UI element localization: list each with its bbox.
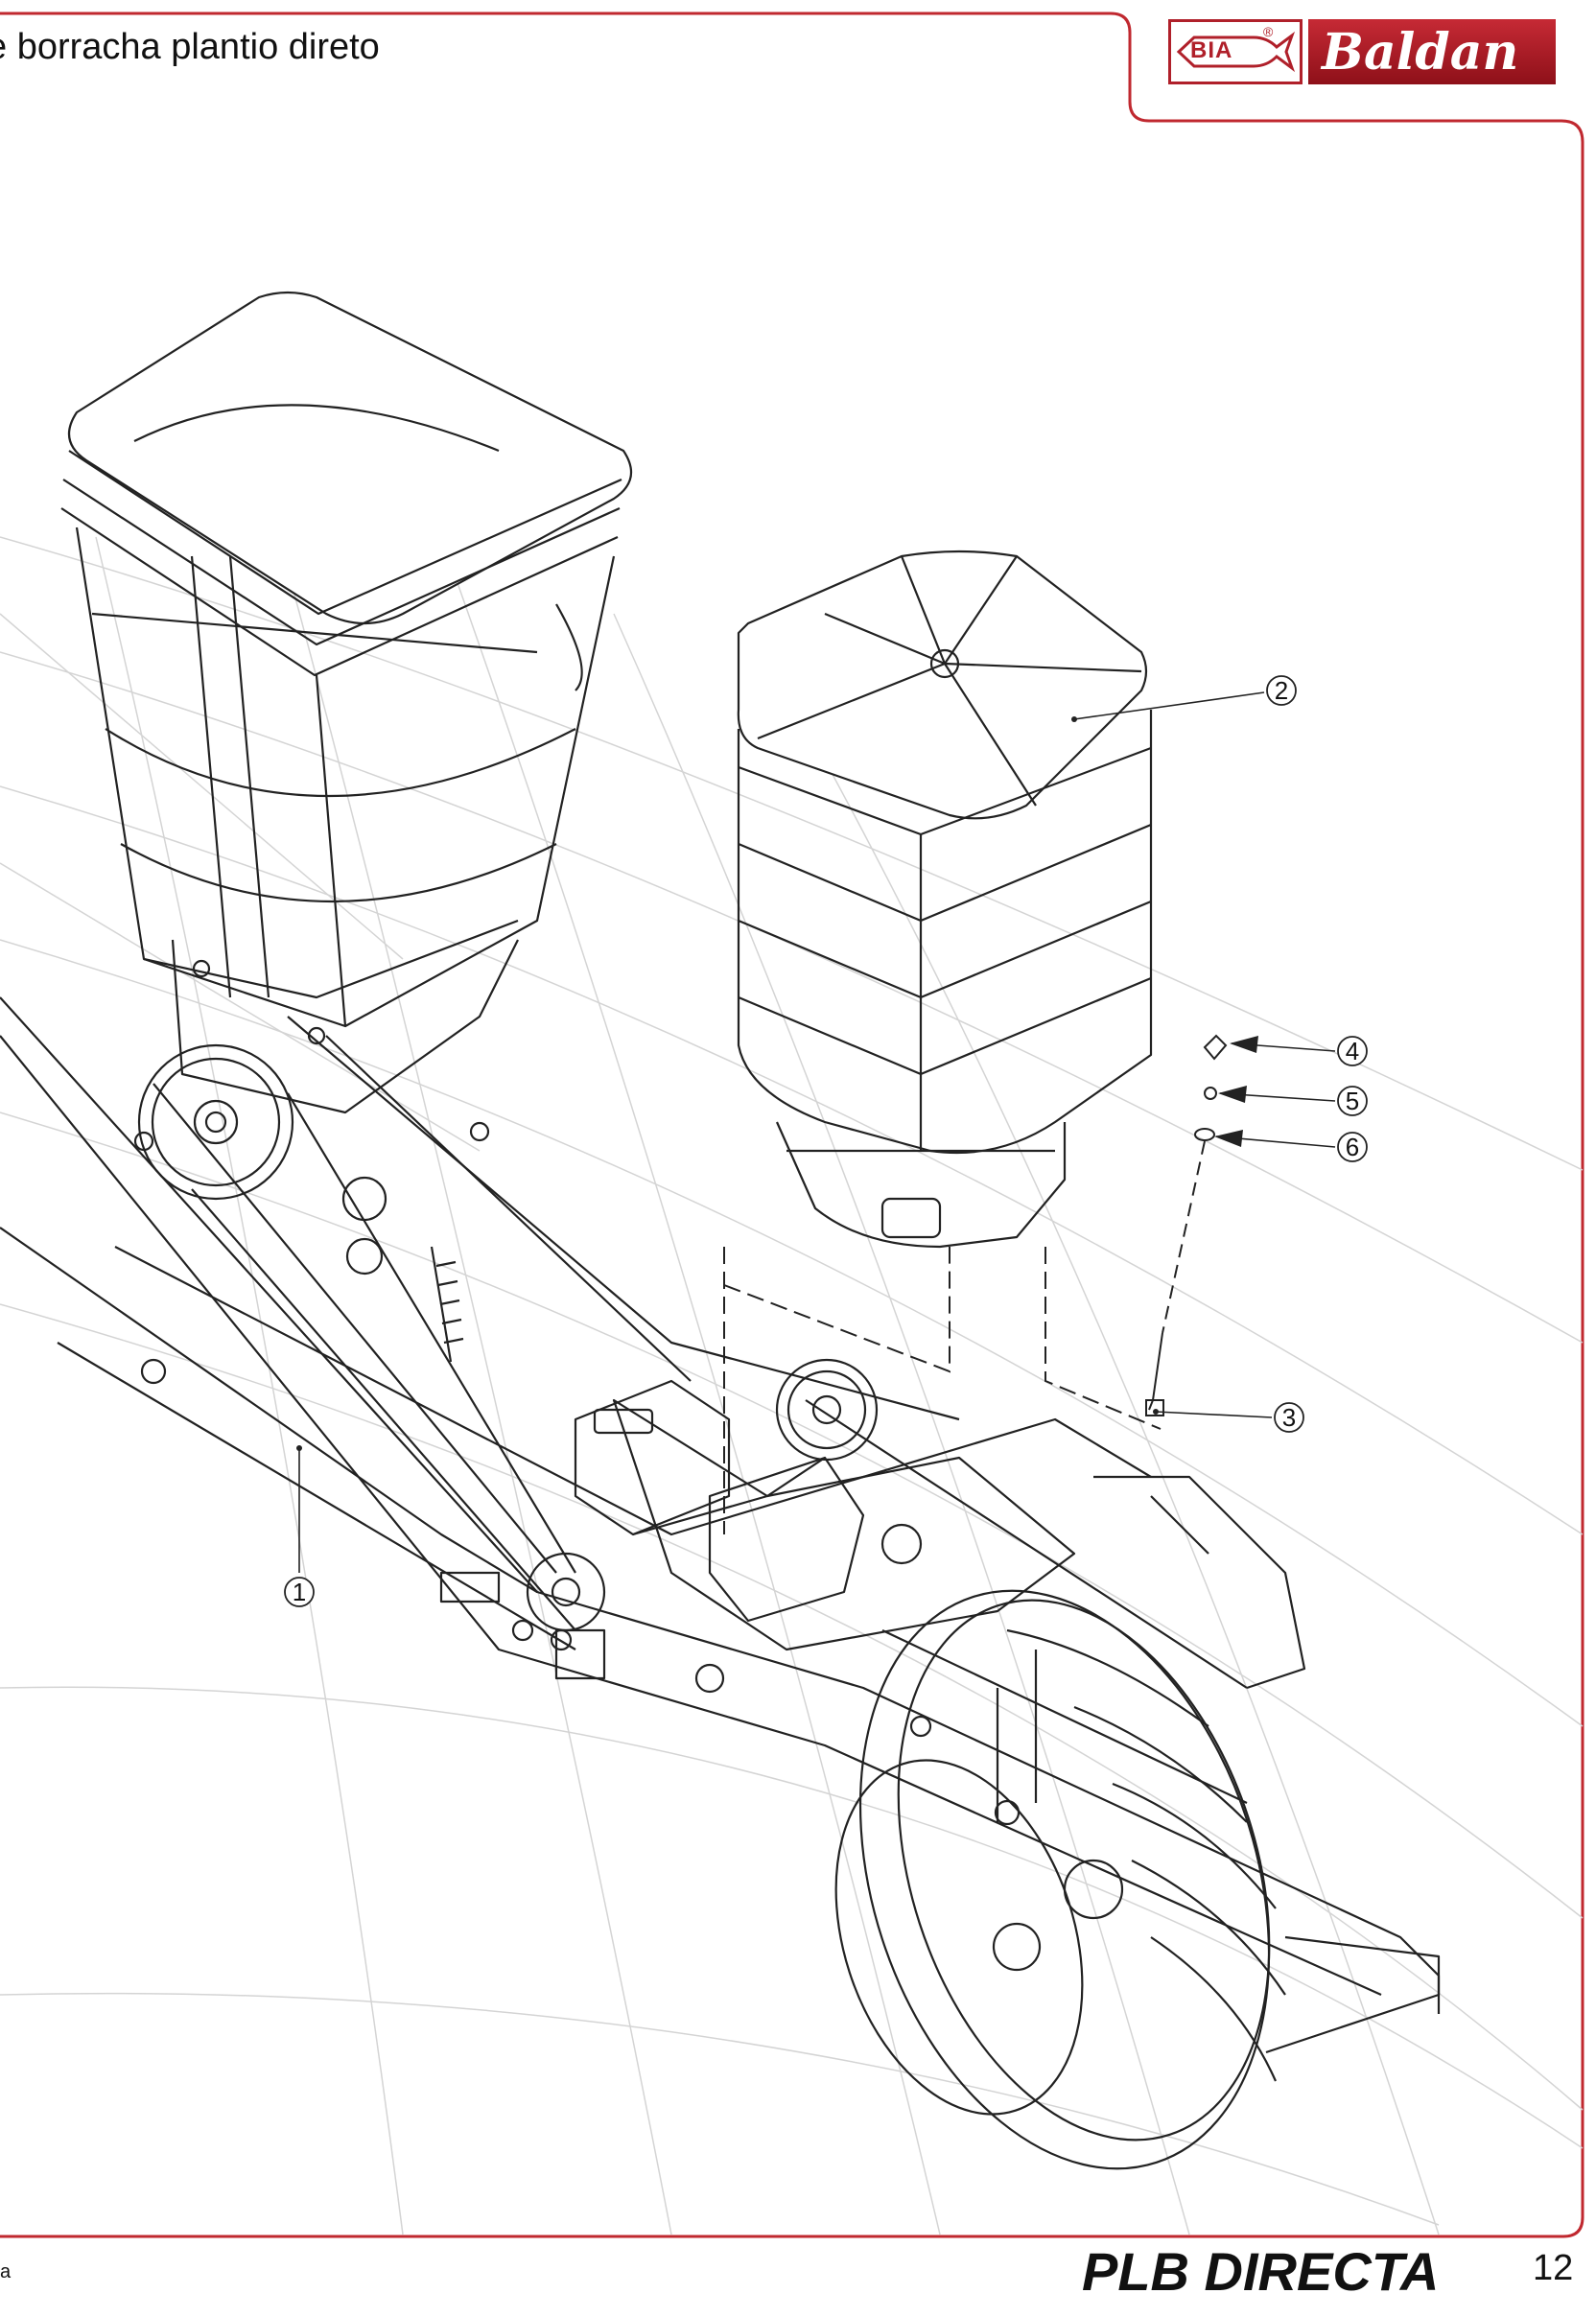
tension-spring bbox=[341, 1176, 464, 1363]
callout-5: 5 bbox=[1337, 1086, 1368, 1116]
footer-left-text: a bbox=[0, 2261, 12, 2282]
stud-bolt-part-3 bbox=[1148, 1332, 1163, 1411]
callout-label: 5 bbox=[1346, 1087, 1359, 1115]
footer-model-name: PLB DIRECTA bbox=[1082, 2241, 1440, 2302]
callout-label: 1 bbox=[293, 1578, 306, 1606]
bolts bbox=[133, 959, 1021, 1826]
right-hopper bbox=[737, 550, 1153, 1249]
callout-6: 6 bbox=[1337, 1132, 1368, 1162]
drive-chain bbox=[153, 1083, 606, 1632]
metering-housing bbox=[574, 1379, 923, 1623]
stud-nut-part-3 bbox=[1145, 1399, 1164, 1416]
leader-arrows bbox=[296, 716, 1258, 1451]
callout-label: 6 bbox=[1346, 1133, 1359, 1161]
frame-border bbox=[0, 12, 1584, 2238]
machine-drawing bbox=[0, 291, 1441, 2170]
callout-3: 3 bbox=[1274, 1402, 1304, 1433]
bia-text: BIA bbox=[1190, 37, 1233, 63]
page-title: e borracha plantio direto bbox=[0, 27, 380, 67]
leader-lines bbox=[298, 691, 1336, 1573]
sprocket-right bbox=[775, 1358, 879, 1462]
assembly-guide-mid bbox=[723, 1247, 951, 1373]
page-number: 12 bbox=[1533, 2248, 1574, 2288]
press-wheel bbox=[834, 1589, 1441, 2170]
assembly-axis bbox=[1162, 1140, 1206, 1334]
callout-1: 1 bbox=[284, 1577, 315, 1607]
callout-2: 2 bbox=[1266, 675, 1297, 706]
callout-4: 4 bbox=[1337, 1036, 1368, 1066]
brand-box bbox=[1308, 19, 1556, 84]
callout-label: 3 bbox=[1282, 1403, 1296, 1432]
bia-badge: BIA ® bbox=[1168, 19, 1303, 84]
brand-name: Baldan bbox=[1322, 23, 1519, 82]
washer-part-5 bbox=[1204, 1087, 1217, 1100]
callout-label: 4 bbox=[1346, 1037, 1359, 1065]
callout-label: 2 bbox=[1275, 676, 1288, 705]
assembly-guide-right bbox=[1044, 1247, 1162, 1430]
wing-nut-part-4 bbox=[1203, 1034, 1228, 1061]
sprocket-left bbox=[137, 1043, 294, 1201]
registered-mark: ® bbox=[1263, 24, 1274, 39]
washer-part-6 bbox=[1194, 1128, 1215, 1141]
background-grid bbox=[0, 498, 1584, 2235]
exploded-hardware bbox=[723, 1034, 1228, 1534]
fish-icon bbox=[1176, 31, 1296, 73]
left-hopper bbox=[60, 291, 633, 1114]
callouts: 1 2 3 4 5 6 bbox=[284, 675, 1368, 1607]
brand-logo: BIA ® Baldan bbox=[1168, 19, 1556, 84]
